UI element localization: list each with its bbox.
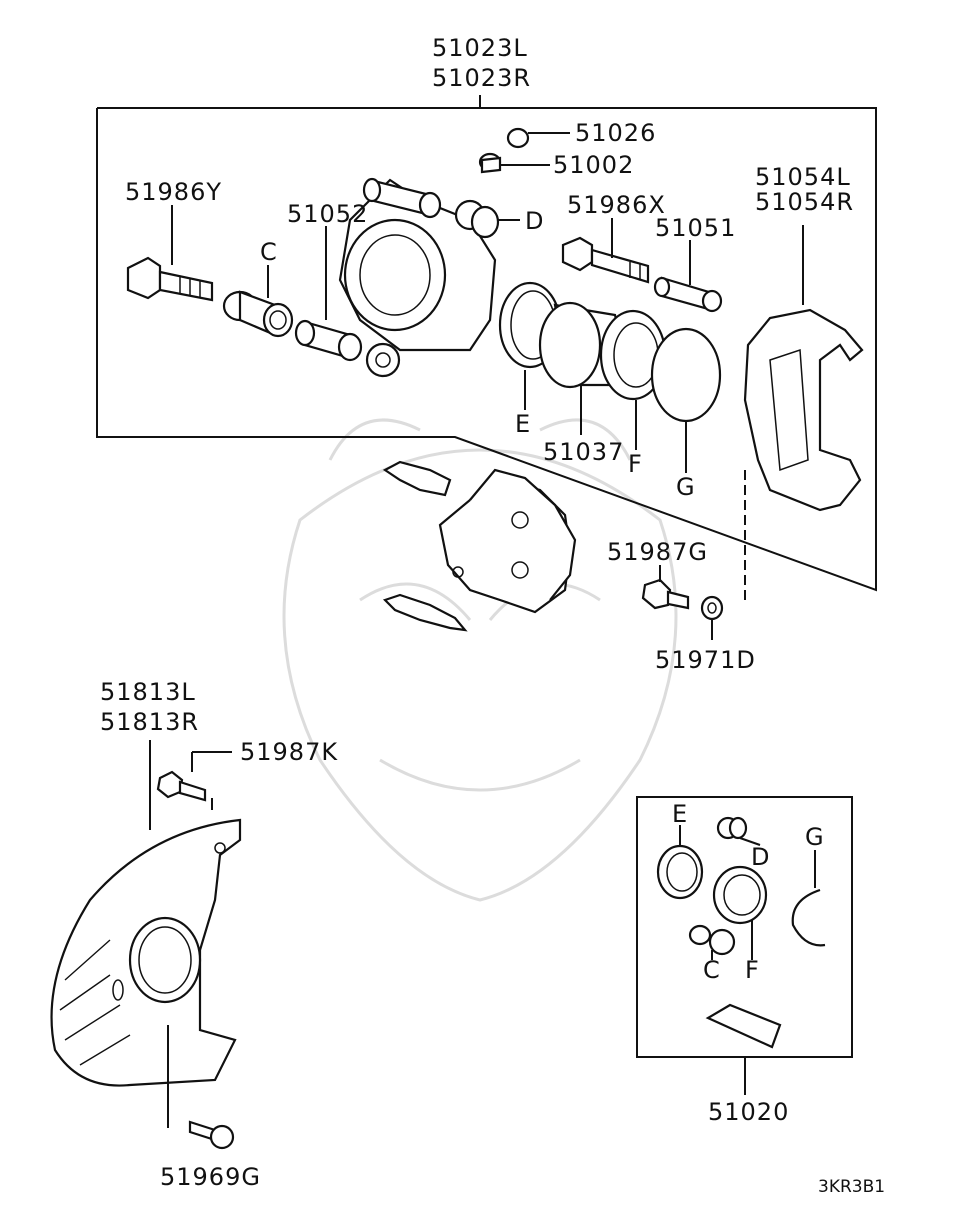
label-51986x: 51986X — [567, 191, 666, 219]
labels: 51023L 51023R 51026 51002 51986Y 51052 C… — [100, 34, 885, 1197]
sleeve-51052-part — [294, 319, 363, 362]
label-51971d: 51971D — [655, 646, 756, 674]
label-51813l: 51813L — [100, 678, 196, 706]
label-51020: 51020 — [708, 1098, 789, 1126]
label-d-top: D — [525, 207, 544, 235]
label-e-top: E — [515, 410, 531, 438]
label-kit-g: G — [805, 823, 825, 851]
label-c-top: C — [260, 238, 278, 266]
label-51037: 51037 — [543, 438, 624, 466]
label-51052: 51052 — [287, 200, 368, 228]
watermark-logo — [282, 418, 678, 902]
label-kit-c: C — [703, 956, 721, 984]
boot-d-part — [454, 199, 500, 239]
label-51987g: 51987G — [607, 538, 708, 566]
clips-part — [382, 460, 468, 632]
label-51051: 51051 — [655, 214, 736, 242]
label-51987k: 51987K — [240, 738, 338, 766]
mounting-51054-part — [743, 308, 864, 605]
label-51813r: 51813R — [100, 708, 199, 736]
label-kit-f: F — [745, 956, 760, 984]
label-f-top: F — [628, 450, 643, 478]
pin-51051-part — [653, 276, 723, 313]
dust-cover-leaders — [149, 740, 232, 1128]
label-51986y: 51986Y — [125, 178, 222, 206]
caliper-assembly-frame — [96, 95, 877, 592]
boot-c-part — [222, 290, 294, 338]
bleeder-part — [478, 127, 530, 174]
piston-51037-part — [538, 301, 667, 401]
label-51054r: 51054R — [755, 188, 854, 216]
label-51023l: 51023L — [432, 34, 528, 62]
dust-cover-part — [50, 818, 242, 1087]
bolt-51969g-part — [188, 1120, 235, 1150]
label-51023r: 51023R — [432, 64, 531, 92]
bolt-51987k-part — [156, 770, 207, 802]
brake-pads-part — [438, 468, 577, 614]
bolt-51986x-part — [561, 236, 650, 284]
label-51969g: 51969G — [160, 1163, 261, 1191]
bolt-51987g-part — [641, 578, 690, 610]
label-51026: 51026 — [575, 119, 656, 147]
seal-kit-box — [636, 796, 853, 1095]
label-kit-e: E — [672, 800, 688, 828]
leader-lines — [171, 132, 804, 640]
label-51002: 51002 — [553, 151, 634, 179]
caliper-body-part — [338, 177, 497, 378]
diagram-id: 3KR3B1 — [818, 1177, 885, 1197]
label-51054l: 51054L — [755, 163, 851, 191]
bolt-51986y-part — [126, 256, 214, 302]
ring-g-part — [650, 327, 722, 423]
label-kit-d: D — [751, 843, 770, 871]
label-g-top: G — [676, 473, 696, 501]
washer-51971d-part — [700, 595, 724, 621]
